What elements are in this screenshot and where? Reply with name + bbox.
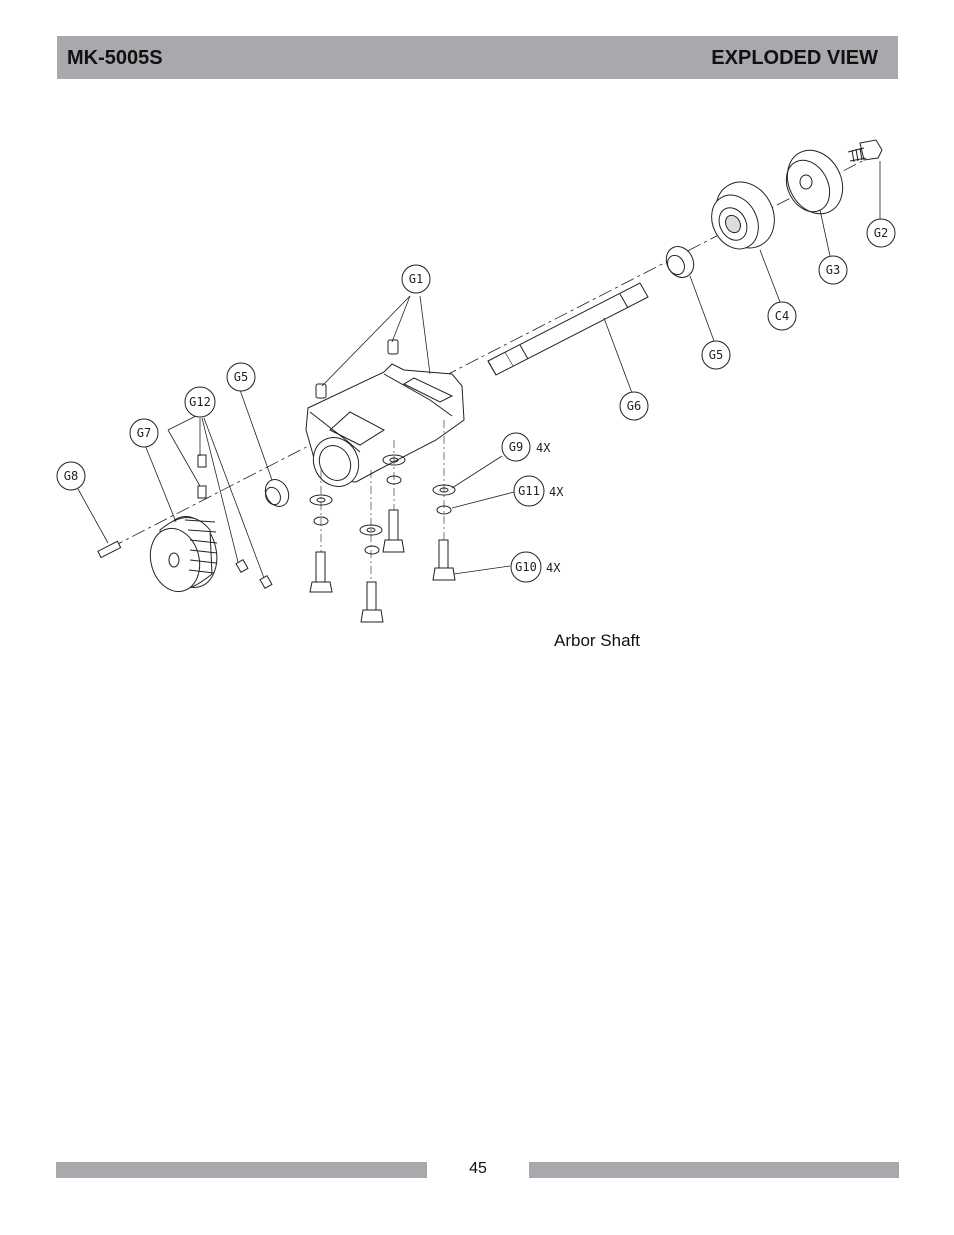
- callout-g5-left: G5: [234, 370, 248, 384]
- setscrew: [315, 383, 327, 399]
- callout-g12: G12: [189, 395, 211, 409]
- centerline: [109, 151, 881, 549]
- key-g8: [97, 540, 122, 559]
- footer-bar-right: [529, 1162, 899, 1178]
- page-number: 45: [469, 1160, 487, 1177]
- pulley-g7: [149, 516, 218, 593]
- quantity-g10: 4X: [546, 561, 561, 575]
- section-title: EXPLODED VIEW: [711, 47, 878, 69]
- callout-g9: G9: [509, 440, 523, 454]
- quantity-g9: 4X: [536, 441, 551, 455]
- callout-g2: G2: [874, 226, 888, 240]
- arbor-shaft-g6: [487, 282, 649, 376]
- callout-g3: G3: [826, 263, 840, 277]
- header-bar: MK-5005S EXPLODED VIEW: [57, 36, 898, 79]
- callout-g7: G7: [137, 426, 151, 440]
- quantity-g11: 4X: [549, 485, 564, 499]
- callout-g11: G11: [518, 484, 540, 498]
- callout-g8: G8: [64, 469, 78, 483]
- setscrew-g12-a: [197, 454, 207, 468]
- inner-flange-c4: [711, 181, 775, 250]
- model-number: MK-5005S: [67, 47, 163, 69]
- washers-and-bolts: [309, 420, 456, 623]
- diagram-caption: Arbor Shaft: [554, 631, 640, 650]
- callout-g10: G10: [515, 560, 537, 574]
- callout-circles: [56, 218, 896, 583]
- setscrew-g12-b: [197, 485, 207, 499]
- outer-flange-g3: [785, 149, 844, 215]
- callout-g5-right: G5: [709, 348, 723, 362]
- callout-g1: G1: [409, 272, 423, 286]
- bolt-g2: [847, 139, 883, 163]
- callout-c4: C4: [775, 309, 789, 323]
- footer-bar-left: [56, 1162, 427, 1178]
- arbor-housing-g1: [305, 339, 465, 487]
- leader-lines: [77, 161, 881, 579]
- bearing-g5-right: [665, 246, 695, 278]
- bearing-g5-left: [264, 479, 290, 507]
- callout-g6: G6: [627, 399, 641, 413]
